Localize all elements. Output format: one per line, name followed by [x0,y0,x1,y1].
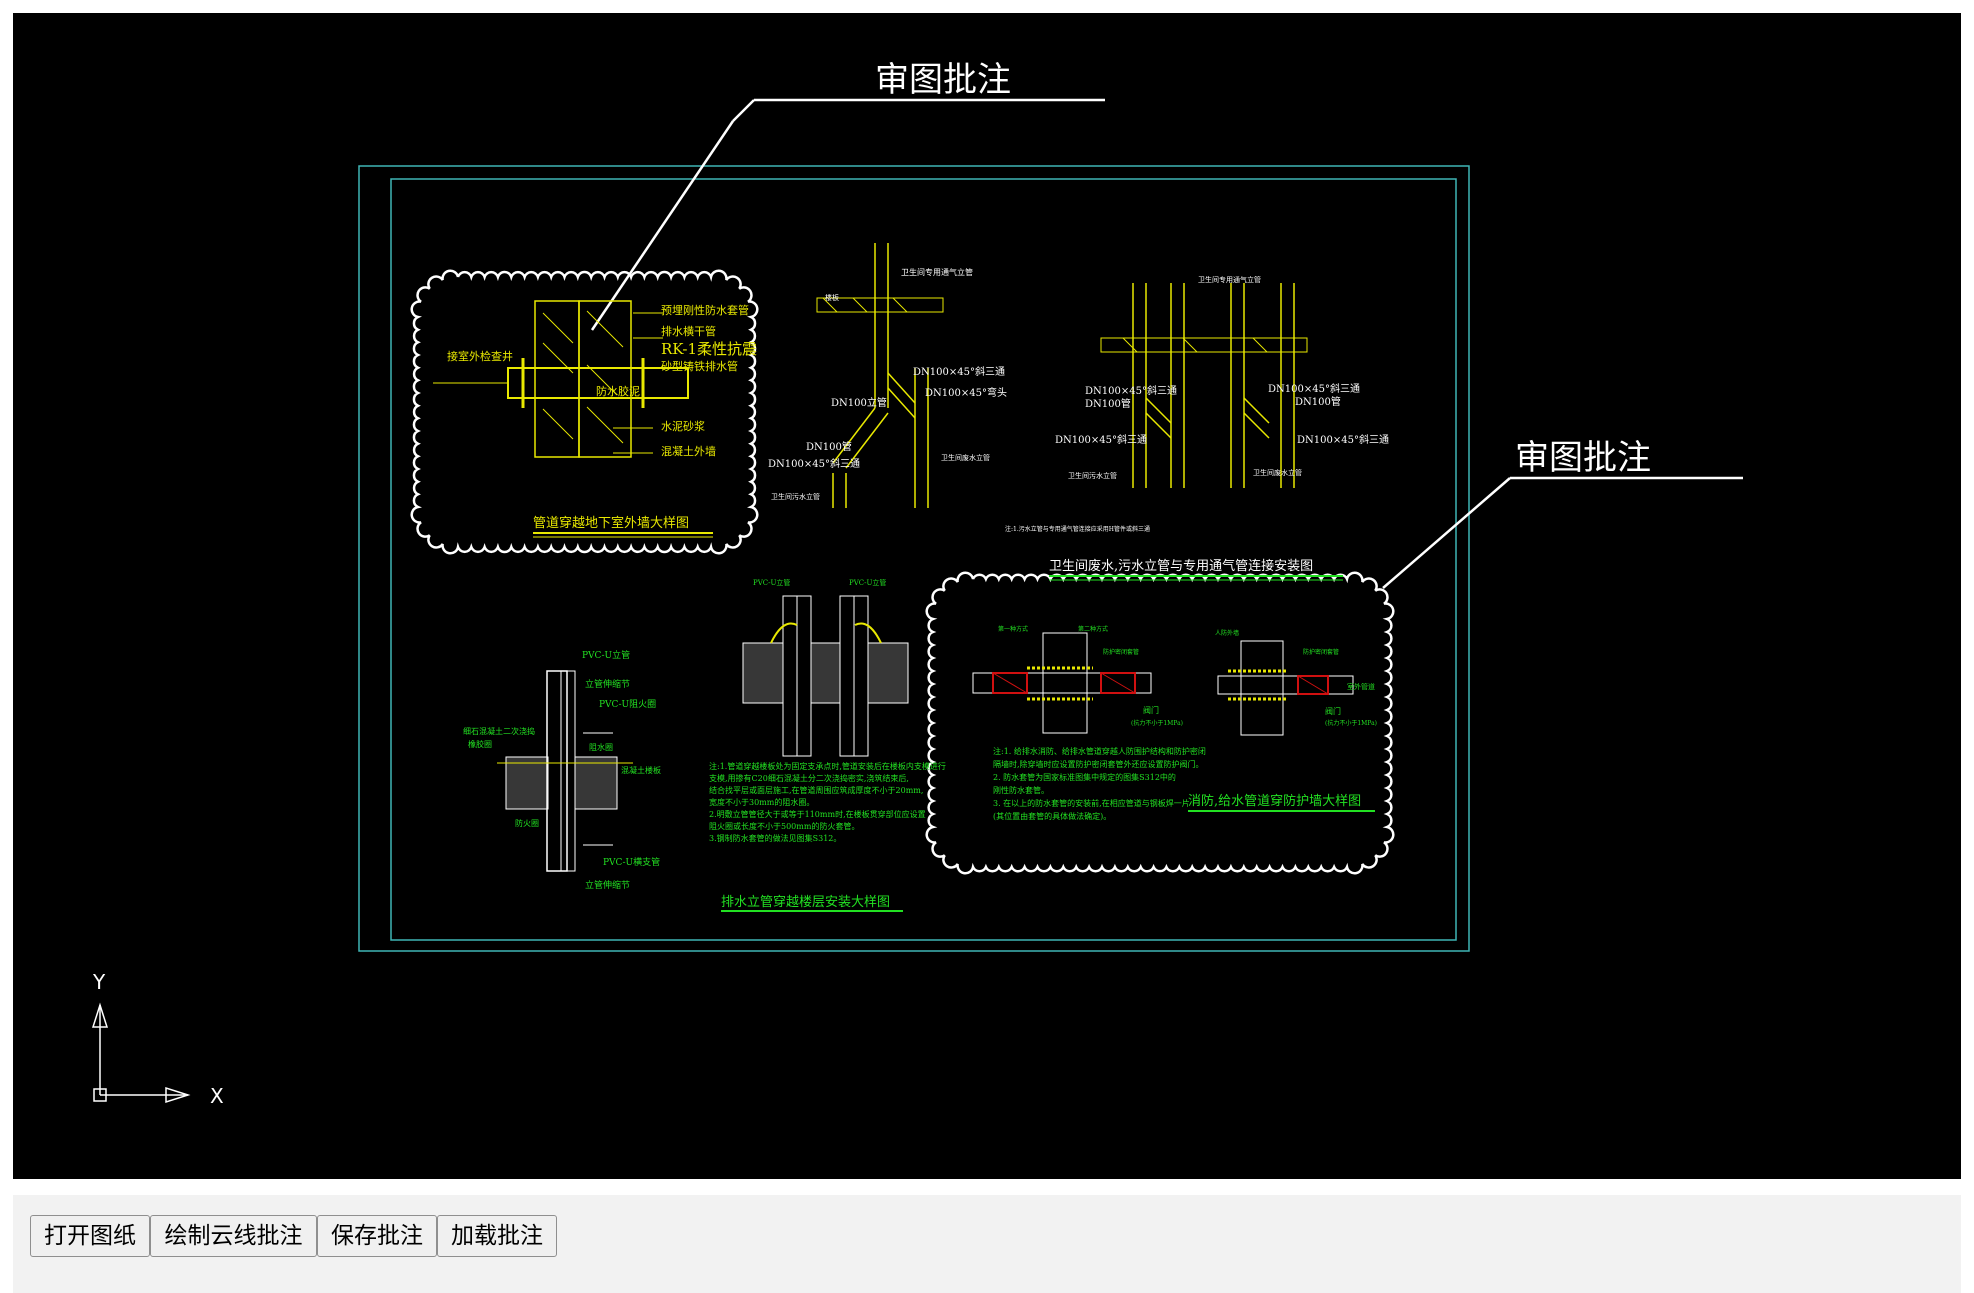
detail2-label: 卫生间废水立管 [941,453,990,462]
detail1-label: 砂型铸铁排水管 [661,359,738,373]
detail-2: 卫生间专用通气立管 DN100×45°斜三通 DN100立管 DN100×45°… [768,243,1343,581]
detail4-label: 阻水圈 [589,742,613,752]
inner-frame [390,178,1457,941]
detail-1: 预埋刚性防水套管 排水横干管 RK-1柔性抗震 砂型铸铁排水管 接室外检查井 防… [433,300,757,538]
detail6-notes: 注:1. 给排水消防、给排水管道穿越人防围护结构和防护密闭隔墙时,除穿墙时应设置… [993,746,1206,821]
detail6-label: 阀门 [1325,706,1341,716]
detail6-label: 防护密闭套管 [1103,648,1139,656]
detail6-label: (抗力不小于1MPa) [1131,719,1183,727]
note-line: (其位置由套管的具体做法确定)。 [993,811,1111,821]
detail2-note: 注:1.污水立管与专用通气管连接应采用H管件或斜三通 [1005,525,1150,533]
detail5-label: PVC-U立管 [849,578,886,587]
cad-drawing: 审图批注 审图批注 预埋刚性防水套管 排水横干管 RK-1柔性抗震 砂型铸铁排水… [91,60,1743,1108]
detail2-label: DN100×45°斜三通 [768,457,860,470]
detail3-label: DN100×45°斜三通 [1085,384,1177,397]
detail2-label: 卫生间专用通气立管 [901,267,973,277]
annotation-top-text: 审图批注 [875,60,1011,100]
detail4-label: 防火圈 [515,818,539,828]
note-line: 注:1. 给排水消防、给排水管道穿越人防围护结构和防护密闭 [993,746,1206,756]
detail1-label: 接室外检查井 [447,349,513,363]
detail3-label: DN100管 [1085,397,1131,410]
detail3-label: 卫生间专用通气立管 [1198,275,1261,284]
detail1-label: 预埋刚性防水套管 [661,303,749,317]
detail23-title: 卫生间废水,污水立管与专用通气管连接安装图 [1049,558,1313,574]
annotation-right-text: 审图批注 [1515,438,1651,478]
detail3-label: DN100×45°斜三通 [1268,382,1360,395]
note-line: 2. 防水套管为国家标准图集中规定的图集S312中的 [993,772,1176,782]
detail1-label: 水泥砂浆 [661,419,705,433]
detail3-label: 卫生间污水立管 [1068,471,1117,480]
detail3-label: DN100×45°斜三通 [1055,433,1147,446]
detail3-label: DN100管 [1295,395,1341,408]
detail2-label: DN100立管 [831,396,887,409]
open-drawing-button[interactable]: 打开图纸 [30,1215,150,1257]
note-line: 宽度不小于30mm的阻水圈。 [709,797,814,807]
revision-clouds[interactable] [410,269,1395,875]
detail2-label: DN100×45°弯头 [925,386,1007,399]
detail1-label: 排水横干管 [661,324,716,338]
detail4-label: PVC-U阻火圈 [599,699,656,710]
ucs-y-label: Y [92,970,106,994]
note-line: 阻火圈或长度不小于500mm的防火套管。 [709,821,859,831]
detail1-label: 混凝土外墙 [661,444,716,458]
detail6-label: 室外管道 [1347,682,1375,691]
detail2-label: DN100×45°斜三通 [913,365,1005,378]
detail4-label: PVC-U立管 [582,649,630,661]
note-line: 支模,用掺有C20细石混凝土分二次浇捣密实,浇筑结束后, [709,773,909,783]
note-line: 2.明敷立管管径大于或等于110mm时,在楼板贯穿部位应设置 [709,809,926,819]
note-line: 隔墙时,除穿墙时应设置防护密闭套管外还应设置防护阀门。 [993,759,1204,769]
detail5-label: PVC-U立管 [753,578,790,587]
note-line: 刚性防水套管。 [993,785,1049,795]
detail4-label: 立管伸缩节 [585,678,630,690]
detail6-label: 人防外墙 [1215,629,1239,637]
revision-cloud[interactable] [925,571,1395,875]
note-line: 结合找平层或面层施工,在管道周围应筑成厚度不小于20mm, [709,785,923,795]
ucs-x-label: X [210,1084,224,1108]
cad-viewer-canvas[interactable]: 审图批注 审图批注 预埋刚性防水套管 排水横干管 RK-1柔性抗震 砂型铸铁排水… [13,13,1961,1179]
annotation-right[interactable]: 审图批注 [1382,438,1743,589]
detail-3: 卫生间专用通气立管 DN100×45°斜三通 DN100管 DN100×45°斜… [1055,275,1389,488]
detail4-label: 立管伸缩节 [585,879,630,891]
detail3-label: DN100×45°斜三通 [1297,433,1389,446]
detail4-label: 橡胶圈 [468,739,492,749]
note-line: 3. 在以上的防水套管的安装前,在相应管道与钢板焊一片 [993,798,1190,808]
note-line: 注:1.管道穿越楼板处为固定支承点时,管道安装后在楼板内支模进行 [709,761,946,771]
detail2-label: 楼板 [825,293,839,302]
annotation-top[interactable]: 审图批注 [590,60,1105,331]
detail6-label: (抗力不小于1MPa) [1325,719,1377,727]
detail5-title: 排水立管穿越楼层安装大样图 [721,894,890,910]
detail6-label: 阀门 [1143,705,1159,715]
revision-cloud[interactable] [410,269,759,555]
detail6-label: 第一种方式 [998,625,1028,633]
detail2-label: DN100管 [806,440,852,453]
detail6-label: 防护密闭套管 [1303,648,1339,656]
detail1-label: RK-1柔性抗震 [661,340,757,358]
detail1-title: 管道穿越地下室外墙大样图 [533,515,689,531]
detail4-label: 混凝土楼板 [621,765,661,775]
detail-6: 第一种方式 第二种方式 防护密闭套管 阀门 (抗力不小于1MPa) 人防外墙 防… [972,625,1377,821]
ucs-icon: Y X [91,970,224,1108]
load-annotation-button[interactable]: 加载批注 [437,1215,557,1257]
detail1-label: 防水胶泥 [596,384,640,398]
note-line: 3.钢制防水套管的做法见图集S312。 [709,833,841,843]
detail4-label: 细石混凝土二次浇捣 [463,726,535,736]
save-annotation-button[interactable]: 保存批注 [317,1215,437,1257]
outer-frame [358,165,1470,952]
detail-5: PVC-U立管 PVC-U立管 注:1.管道穿越楼板处为固定支承点时,管道安装后… [709,578,946,912]
toolbar: 打开图纸 绘制云线批注 保存批注 加载批注 [13,1195,1961,1293]
draw-cloud-annotation-button[interactable]: 绘制云线批注 [150,1215,317,1257]
detail6-title: 消防,给水管道穿防护墙大样图 [1188,793,1361,809]
detail2-label: 卫生间污水立管 [771,492,820,501]
detail-4: PVC-U立管 立管伸缩节 PVC-U阻火圈 细石混凝土二次浇捣 橡胶圈 阻水圈… [463,649,661,891]
detail3-label: 卫生间废水立管 [1253,468,1302,477]
detail5-notes: 注:1.管道穿越楼板处为固定支承点时,管道安装后在楼板内支模进行支模,用掺有C2… [709,761,946,843]
detail6-label: 第二种方式 [1078,625,1108,633]
detail4-label: PVC-U横支管 [603,856,660,868]
